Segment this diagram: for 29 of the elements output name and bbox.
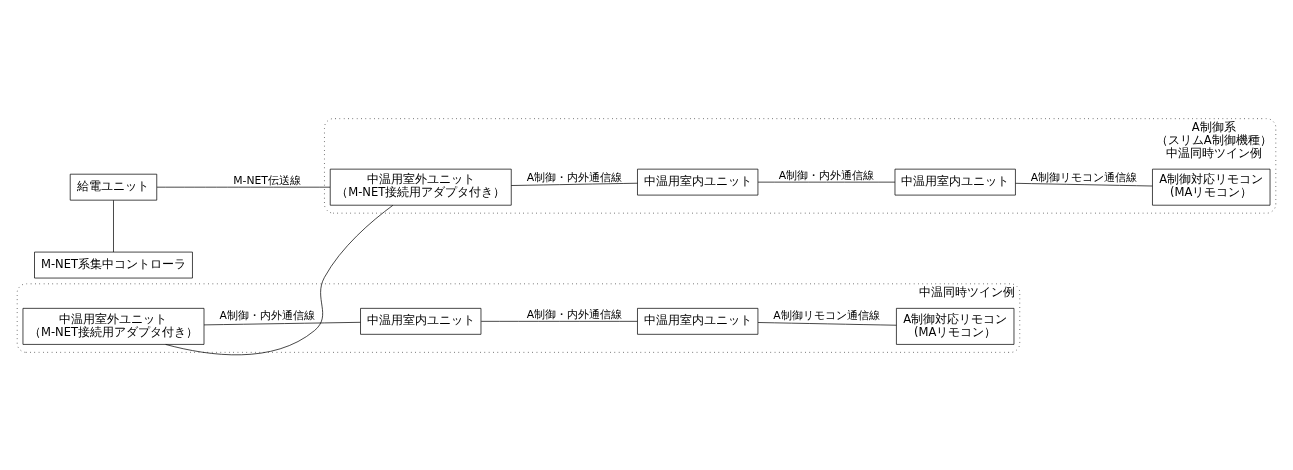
- node-box: 中温用室内ユニット: [360, 307, 482, 335]
- edge-label: A制御・内外通信線: [219, 308, 315, 322]
- node-box: M-NET系集中コントローラ: [34, 251, 193, 278]
- connector: [510, 182, 638, 186]
- connector: [1015, 182, 1153, 186]
- node-box: 中温用室内ユニット: [637, 168, 759, 195]
- node-box: A制御対応リモコン(MAリモコン）: [896, 307, 1015, 345]
- node-box: 給電ユニット: [69, 173, 158, 200]
- edge-label: A制御リモコン通信線: [773, 308, 880, 322]
- edge-label: A制御・内外通信線: [526, 307, 623, 321]
- connector: [165, 204, 394, 355]
- connector: [203, 321, 361, 325]
- node-label: 中温同時ツイン例: [1165, 145, 1262, 160]
- edge-label: A制御リモコン通信線: [1030, 170, 1138, 184]
- node-box: A制御対応リモコン(MAリモコン）: [1152, 168, 1271, 206]
- node-box: 中温用室内ユニット: [637, 307, 759, 335]
- edge-label: A制御・内外通信線: [526, 170, 623, 184]
- cluster: [324, 117, 1277, 213]
- node-label: A制御系（スリムA制御機種）: [1155, 119, 1272, 147]
- node-box: 中温用室外ユニット（M-NET接続用アダプタ付き）: [22, 307, 205, 345]
- node-box: 中温用室外ユニット（M-NET接続用アダプタ付き）: [329, 168, 512, 206]
- edge-label: A制御・内外通信線: [778, 168, 875, 182]
- connector: [113, 199, 114, 252]
- node-label: 中温同時ツイン例: [919, 284, 1016, 299]
- edge-label: M-NET伝送線: [233, 173, 301, 187]
- cluster: [16, 282, 1021, 353]
- connector: [480, 320, 638, 322]
- connector: [757, 321, 897, 326]
- node-box: 中温用室内ユニット: [894, 168, 1016, 195]
